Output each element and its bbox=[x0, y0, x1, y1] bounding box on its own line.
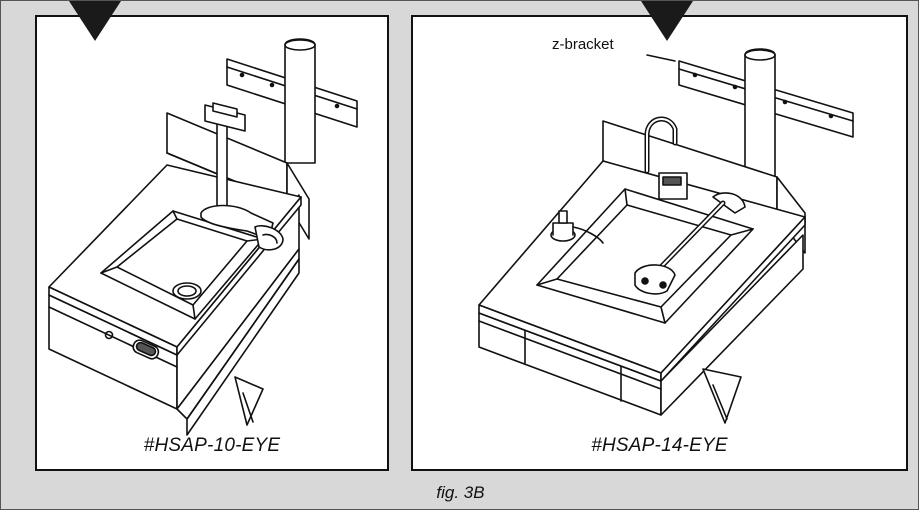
left-panel-hsap-10-eye: #HSAP-10-EYE bbox=[35, 15, 389, 471]
gooseneck-faucet bbox=[647, 119, 687, 199]
basin bbox=[537, 189, 753, 323]
right-panel-hsap-14-eye: z-bracket #HSAP-14-EYE bbox=[411, 15, 908, 471]
figure-caption: fig. 3B bbox=[436, 483, 485, 502]
callout-leader-line bbox=[647, 55, 675, 61]
hsap-10-eye-sink-drawing bbox=[37, 17, 387, 469]
drain-pipe bbox=[745, 49, 775, 177]
cabinet-body bbox=[479, 235, 803, 423]
right-arrow-pointer-icon bbox=[641, 1, 693, 41]
eyewash-faucet bbox=[201, 103, 283, 250]
wall-bracket bbox=[227, 59, 357, 127]
left-model-caption: #HSAP-10-EYE bbox=[143, 435, 281, 456]
soap-dispenser bbox=[551, 211, 603, 243]
eyewash-arm bbox=[635, 193, 745, 294]
z-bracket-callout-label: z-bracket bbox=[552, 36, 614, 53]
left-arrow-pointer-icon bbox=[69, 1, 121, 41]
hsap-14-eye-sink-drawing bbox=[413, 17, 906, 469]
right-model-caption: #HSAP-14-EYE bbox=[591, 435, 728, 456]
drain-pipe bbox=[285, 39, 315, 163]
